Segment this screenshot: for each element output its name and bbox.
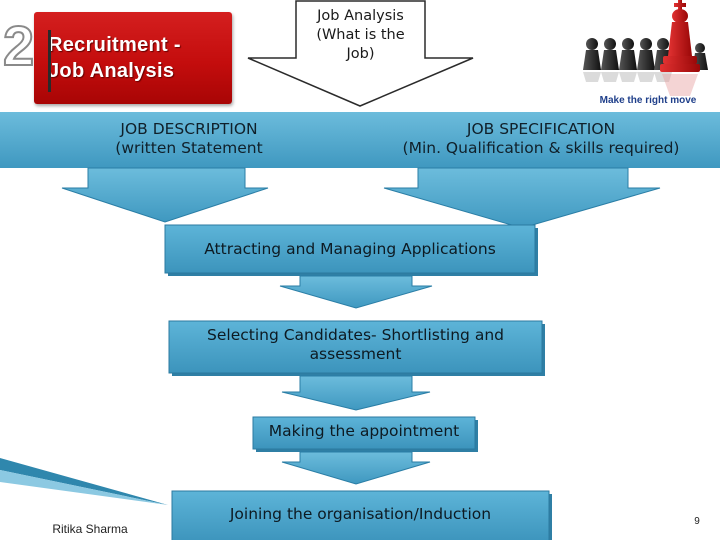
step-attracting-label: Attracting and Managing Applications bbox=[204, 240, 496, 258]
right-down-arrow bbox=[383, 167, 661, 229]
chess-logo-icon bbox=[578, 0, 720, 112]
top-arrow-shape bbox=[247, 0, 474, 107]
joining-box bbox=[171, 490, 550, 540]
job-specification-sub: (Min. Qualification & skills required) bbox=[402, 139, 680, 157]
job-analysis-line-2: (What is the bbox=[316, 27, 405, 43]
title-box: Recruitment - Job Analysis bbox=[34, 12, 232, 104]
attracting-box bbox=[164, 224, 536, 274]
slide-number-big: 2 bbox=[2, 14, 35, 77]
step-appointment-label: Making the appointment bbox=[268, 422, 460, 440]
teal-band bbox=[0, 112, 720, 168]
corner-wedge-light bbox=[0, 470, 168, 505]
step-selecting-label: Selecting Candidates- Shortlisting and a… bbox=[169, 326, 542, 364]
title-line-1: Recruitment - bbox=[48, 34, 181, 56]
appointment-box bbox=[252, 416, 476, 450]
title-line-2: Job Analysis bbox=[48, 60, 175, 82]
step-joining-label: Joining the organisation/Induction bbox=[229, 505, 492, 523]
job-analysis-line-1: Job Analysis bbox=[317, 8, 404, 24]
title-accent-bar bbox=[48, 30, 51, 92]
job-description-label: JOB DESCRIPTION (written Statement bbox=[64, 120, 314, 158]
selecting-box bbox=[168, 320, 543, 374]
job-description-title: JOB DESCRIPTION bbox=[120, 120, 258, 138]
job-description-sub: (written Statement bbox=[115, 139, 263, 157]
footer-author: Ritika Sharma bbox=[52, 522, 128, 536]
job-specification-label: JOB SPECIFICATION (Min. Qualification & … bbox=[370, 120, 712, 158]
job-specification-title: JOB SPECIFICATION bbox=[466, 120, 616, 138]
step-selecting-line-2: assessment bbox=[309, 345, 402, 363]
arrow-down-2 bbox=[281, 375, 431, 411]
arrow-down-1 bbox=[279, 275, 433, 309]
page-number: 9 bbox=[694, 516, 700, 527]
job-analysis-line-3: Job) bbox=[346, 46, 375, 62]
left-down-arrow bbox=[61, 167, 269, 223]
step-selecting-line-1: Selecting Candidates- Shortlisting and bbox=[207, 326, 504, 344]
corner-wedge bbox=[0, 458, 168, 505]
logo-tagline: Make the right move bbox=[599, 95, 697, 106]
job-analysis-label: Job Analysis (What is the Job) bbox=[296, 7, 425, 64]
arrow-down-3 bbox=[281, 451, 431, 485]
